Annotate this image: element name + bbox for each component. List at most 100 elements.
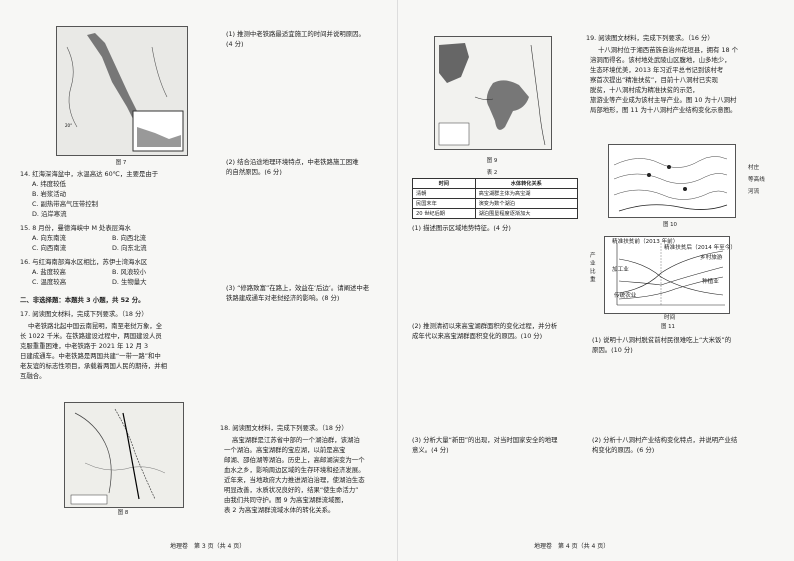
question-17-para-2: 长 1022 千米。在铁路建设过程中，两国建设人员	[20, 332, 162, 340]
footer-page-4: 地理卷 第 4 页（共 4 页）	[534, 543, 610, 550]
question-19-para-6: 旅游业等产业成为该村主导产业。图 10 为十八洞村	[590, 96, 737, 104]
laos-railway-map	[65, 403, 183, 507]
footer-page-3: 地理卷 第 3 页（共 4 页）	[170, 543, 246, 550]
question-17-para-5: 老友谊的标志性项目，承载着两国人民的期待，并相	[20, 362, 167, 370]
legend-contour: 等高线	[748, 177, 765, 183]
question-14-option-d: D. 沿岸寒流	[32, 210, 67, 218]
table-cell: 高宝湖群主体为高宝湖	[474, 188, 579, 199]
table-row: 20 世纪后期 湖泊围垦程度逐渐加大	[412, 208, 579, 219]
question-19-part-2-line-1: (2) 分析十八洞村产业结构变化特点，并说明产业结	[592, 436, 738, 444]
question-17-part-2-line-2: 的自然原因。(6 分)	[226, 168, 282, 176]
question-18-para-2: 一个湖泊。高宝湖群的宝应湖，以前是高宝	[224, 446, 346, 454]
question-18-stem: 18. 阅读图文材料，完成下列要求。（18 分）	[220, 424, 348, 432]
gaobao-lakes-map	[435, 37, 551, 149]
question-18-part-1: (1) 描述图示区域地势特征。(4 分)	[412, 224, 511, 232]
figure-11-tag-after: 精准扶贫后（2014 年至今）	[664, 245, 736, 251]
question-15-option-d: D. 向东北流	[112, 244, 147, 252]
question-16-option-d: D. 生物量大	[112, 278, 147, 286]
table-2-caption: 表 2	[486, 170, 498, 176]
question-16-option-c: C. 温度较高	[32, 278, 67, 286]
water-transformation-table: 时间 水体转化关系 清朝 高宝湖群主体为高宝湖 民国末年 演变为数个湖泊 20 …	[412, 178, 579, 219]
section-title: 二、非选择题：本题共 3 小题，共 52 分。	[20, 296, 145, 304]
question-16-option-b: B. 风浪较小	[112, 268, 147, 276]
question-17-stem: 17. 阅读图文材料，完成下列要求。（18 分）	[20, 310, 148, 318]
question-19-stem: 19. 阅读图文材料，完成下列要求。（16 分）	[586, 34, 714, 42]
question-18-part-2-line-2: 成年代以来高宝湖群面积变化的原因。(10 分)	[412, 332, 543, 340]
question-17-para-6: 互融合。	[20, 372, 46, 380]
question-15-option-a: A. 向东南流	[32, 234, 66, 242]
question-17-part-3-line-1: (3) “修路致富”在路上，效益在‘后边’。请阐述中老	[226, 284, 370, 292]
contour-map	[609, 145, 735, 217]
figure-7-map: 20°	[56, 26, 188, 156]
figure-10-caption: 图 10	[663, 222, 677, 228]
page-left: 20° 图 7 14. 红海深海盆中，水温高达 60℃，主要是由于 A. 纬度较…	[20, 26, 370, 550]
table-header: 时间	[412, 178, 476, 189]
question-14-option-a: A. 纬度较低	[32, 180, 66, 188]
figure-11-chart	[604, 236, 730, 314]
figure-11-ylabel: 产业比重	[590, 253, 596, 283]
question-17-part-1-line-1: (1) 推测中老铁路最适宜施工的时间并说明原因。	[226, 30, 365, 38]
question-16-option-a: A. 盐度较高	[32, 268, 66, 276]
table-cell: 20 世纪后期	[412, 208, 476, 219]
question-18-para-7: 由我们共同守护。图 9 为高宝湖群流域图，	[224, 496, 348, 504]
question-19-para-3: 生态环境优美，2013 年习近平总书记到该村考	[590, 66, 724, 74]
page-right: 图 9 表 2 时间 水体转化关系 清朝 高宝湖群主体为高宝湖 民国末年 演变为…	[397, 0, 794, 561]
figure-8-caption: 图 8	[117, 510, 129, 516]
question-19-part-1-line-1: (1) 说明十八洞村脱贫前村民很难吃上“大米饭”的	[592, 336, 732, 344]
industry-structure-chart	[616, 243, 725, 306]
question-17-part-2-line-1: (2) 结合沿途地理环境特点，中老铁路施工困难	[226, 158, 359, 166]
question-19-para-4: 察首次提出“精准扶贫”，目前十八洞村已实现	[590, 76, 719, 84]
red-sea-map: 20°	[57, 27, 187, 155]
question-14-option-b: B. 岩浆活动	[32, 190, 67, 198]
table-cell: 清朝	[412, 188, 476, 199]
table-header: 水体转化关系	[474, 178, 579, 189]
figure-11-series-processing: 加工业	[612, 267, 629, 273]
question-18-para-4: 血水之乡，影响周边区域的生存环境和经济发展。	[224, 466, 365, 474]
table-cell: 民国末年	[412, 198, 476, 209]
figure-8-map	[64, 402, 184, 508]
legend-river: 河流	[748, 189, 760, 195]
table-cell: 湖泊围垦程度逐渐加大	[474, 208, 579, 219]
question-18-para-5: 近年来，当地政府大力推进湖泊治理，使湖泊生态	[224, 476, 365, 484]
question-14-option-c: C. 副热带高气压带控制	[32, 200, 99, 208]
question-16-stem: 16. 与红海南部海水区相比，苏伊士湾海水区	[20, 258, 148, 266]
question-18-part-2-line-1: (2) 推测清初以来高宝湖群面积的变化过程，并分析	[412, 322, 558, 330]
question-14-stem: 14. 红海深海盆中，水温高达 60℃，主要是由于	[20, 170, 159, 178]
figure-10-map	[608, 144, 736, 218]
table-header-row: 时间 水体转化关系	[412, 178, 579, 189]
question-18-para-3: 邮湖、邵伯湖等湖泊。历史上，高邮湖演变为一个	[224, 456, 365, 464]
figure-7-caption: 图 7	[115, 160, 127, 166]
figure-11-series-traditional: 传统农业	[614, 293, 637, 299]
figure-11-series-planting: 种植业	[702, 279, 719, 285]
figure-11-series-tourism: 乡村旅游	[700, 255, 723, 261]
table-cell: 演变为数个湖泊	[474, 198, 579, 209]
question-19-para-7: 局部地形，图 11 为十八洞村产业结构变化示意图。	[590, 106, 737, 114]
question-17-part-1-line-2: (4 分)	[226, 40, 244, 48]
question-19-part-2-line-2: 构变化的原因。(6 分)	[592, 446, 655, 454]
figure-9-map	[434, 36, 552, 150]
table-row: 民国末年 演变为数个湖泊	[412, 198, 579, 209]
figure-11-tag-before: 精准扶贫前（2013 年前）	[612, 239, 679, 245]
question-17-para-1: 中老铁路北起中国云南昆明，南至老挝万象，全	[28, 322, 163, 330]
question-17-part-3-line-2: 铁路建成通车对老挝经济的影响。(8 分)	[226, 294, 340, 302]
question-19-para-1: 十八洞村位于湘西苗族自治州花垣县，拥有 18 个	[598, 46, 739, 54]
question-19-para-2: 溶洞而得名。该村地处武陵山区腹地，山多地少，	[590, 56, 731, 64]
question-19-part-1-line-2: 原因。(10 分)	[592, 346, 633, 354]
question-18-part-3-line-1: (3) 分析大量“新田”的出现，对当时国家安全的地理	[412, 436, 558, 444]
question-19-para-5: 脱贫，十八洞村成为精准扶贫的示范，	[590, 86, 699, 94]
figure-11-caption: 图 11	[661, 324, 675, 330]
question-18-para-6: 明显改善，水质状况良好的，结果“使生命活力”	[224, 486, 359, 494]
question-15-option-b: B. 向西北流	[112, 234, 147, 242]
question-18-para-8: 表 2 为高宝湖群流域水体的转化关系。	[224, 506, 335, 514]
question-15-stem: 15. 8 月份，曼德海峡中 M 处表层海水	[20, 224, 131, 232]
question-18-para-1: 高宝湖群是江苏省中部的一个湖泊群，该湖泊	[232, 436, 360, 444]
question-18-part-3-line-2: 意义。(4 分)	[412, 446, 449, 454]
svg-text:20°: 20°	[65, 123, 72, 128]
question-17-para-3: 克服重重困难，中老铁路于 2021 年 12 月 3	[20, 342, 149, 350]
figure-9-caption: 图 9	[486, 158, 498, 164]
figure-11-xlabel: 时间	[664, 315, 676, 321]
legend-village: 村庄	[748, 165, 760, 171]
question-15-option-c: C. 向西南流	[32, 244, 67, 252]
table-row: 清朝 高宝湖群主体为高宝湖	[412, 188, 579, 199]
question-17-para-4: 日建成通车。中老铁路是两国共建“一带一路”和中	[20, 352, 161, 360]
